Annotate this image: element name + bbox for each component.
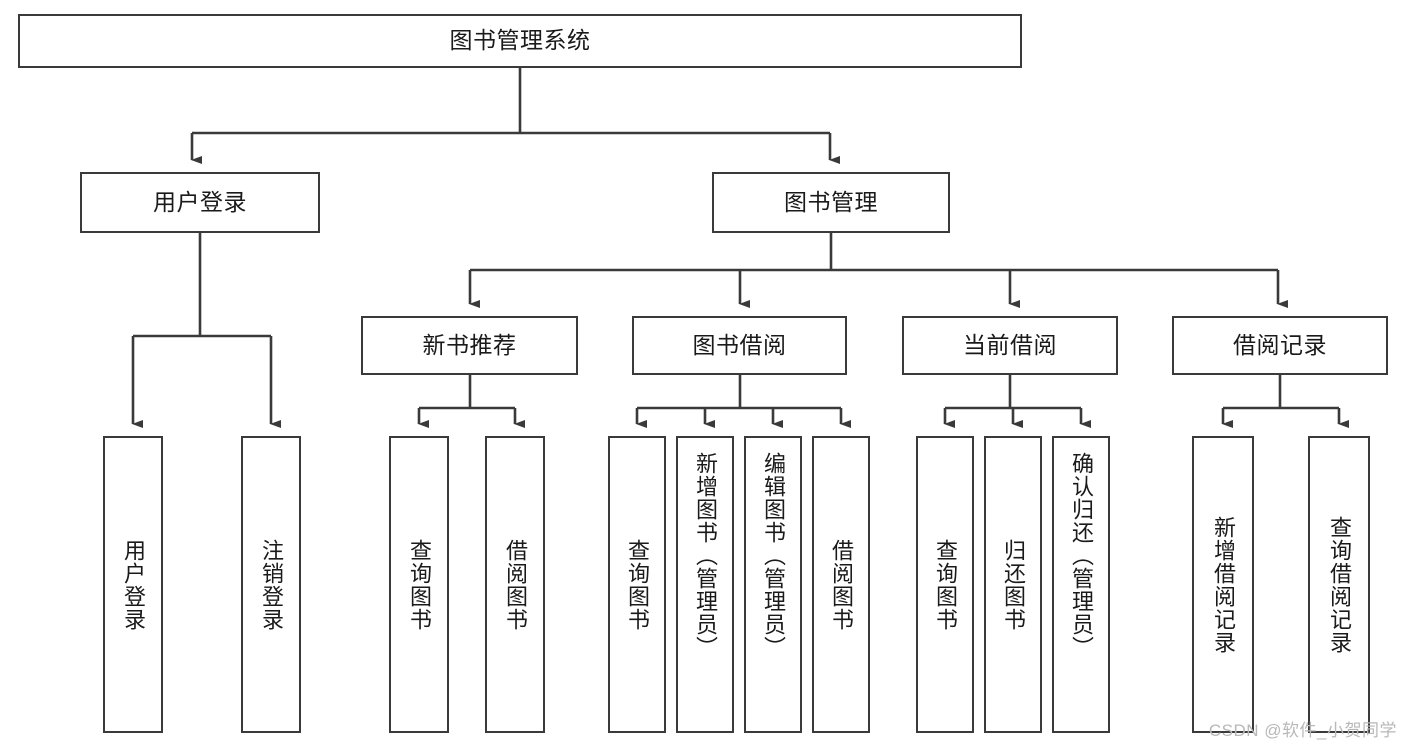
node-leaf-query-record-label: 查询借阅记录 xyxy=(1326,515,1352,654)
node-leaf-user-login-label: 用户登录 xyxy=(120,538,146,631)
node-leaf-query-book-3-label: 查询图书 xyxy=(932,538,958,631)
node-new-book-recommend[interactable]: 新书推荐 xyxy=(361,316,578,375)
node-leaf-query-book-1[interactable]: 查询图书 xyxy=(389,436,449,733)
node-book-borrow-label: 图书借阅 xyxy=(692,331,787,358)
node-leaf-query-book-1-label: 查询图书 xyxy=(406,538,432,631)
node-borrow-record[interactable]: 借阅记录 xyxy=(1172,316,1388,375)
node-leaf-user-login[interactable]: 用户登录 xyxy=(103,436,163,733)
node-leaf-borrow-book-2[interactable]: 借阅图书 xyxy=(812,436,870,733)
node-leaf-user-logout-label: 注销登录 xyxy=(258,538,284,631)
node-root-label: 图书管理系统 xyxy=(449,27,591,54)
node-leaf-add-record[interactable]: 新增借阅记录 xyxy=(1192,436,1254,733)
node-leaf-borrow-book-1-label: 借阅图书 xyxy=(502,538,528,631)
node-leaf-edit-book[interactable]: 编辑图书（管理员） xyxy=(744,436,802,733)
node-leaf-user-logout[interactable]: 注销登录 xyxy=(241,436,301,733)
node-leaf-confirm-return[interactable]: 确认归还（管理员） xyxy=(1052,436,1110,733)
node-leaf-add-book[interactable]: 新增图书（管理员） xyxy=(676,436,734,733)
node-leaf-query-book-2[interactable]: 查询图书 xyxy=(608,436,666,733)
node-book-manage-label: 图书管理 xyxy=(784,188,878,215)
node-leaf-return-book-label: 归还图书 xyxy=(1000,538,1026,631)
node-book-manage[interactable]: 图书管理 xyxy=(712,172,950,233)
node-borrow-record-label: 借阅记录 xyxy=(1233,331,1327,358)
node-leaf-return-book[interactable]: 归还图书 xyxy=(984,436,1042,733)
node-leaf-query-book-3[interactable]: 查询图书 xyxy=(916,436,974,733)
node-leaf-add-record-label: 新增借阅记录 xyxy=(1210,515,1236,654)
node-leaf-query-record[interactable]: 查询借阅记录 xyxy=(1308,436,1370,733)
node-new-book-recommend-label: 新书推荐 xyxy=(422,331,517,358)
node-root[interactable]: 图书管理系统 xyxy=(18,14,1022,68)
node-leaf-borrow-book-2-label: 借阅图书 xyxy=(828,538,854,631)
node-current-borrow[interactable]: 当前借阅 xyxy=(902,316,1118,375)
node-user-login[interactable]: 用户登录 xyxy=(80,172,320,233)
node-leaf-add-book-label: 新增图书（管理员） xyxy=(692,452,718,659)
node-leaf-borrow-book-1[interactable]: 借阅图书 xyxy=(485,436,545,733)
node-leaf-confirm-return-label: 确认归还（管理员） xyxy=(1068,452,1094,659)
node-book-borrow[interactable]: 图书借阅 xyxy=(632,316,847,375)
node-user-login-label: 用户登录 xyxy=(153,188,247,215)
node-current-borrow-label: 当前借阅 xyxy=(963,331,1057,358)
node-leaf-query-book-2-label: 查询图书 xyxy=(624,538,650,631)
node-leaf-edit-book-label: 编辑图书（管理员） xyxy=(760,452,786,659)
